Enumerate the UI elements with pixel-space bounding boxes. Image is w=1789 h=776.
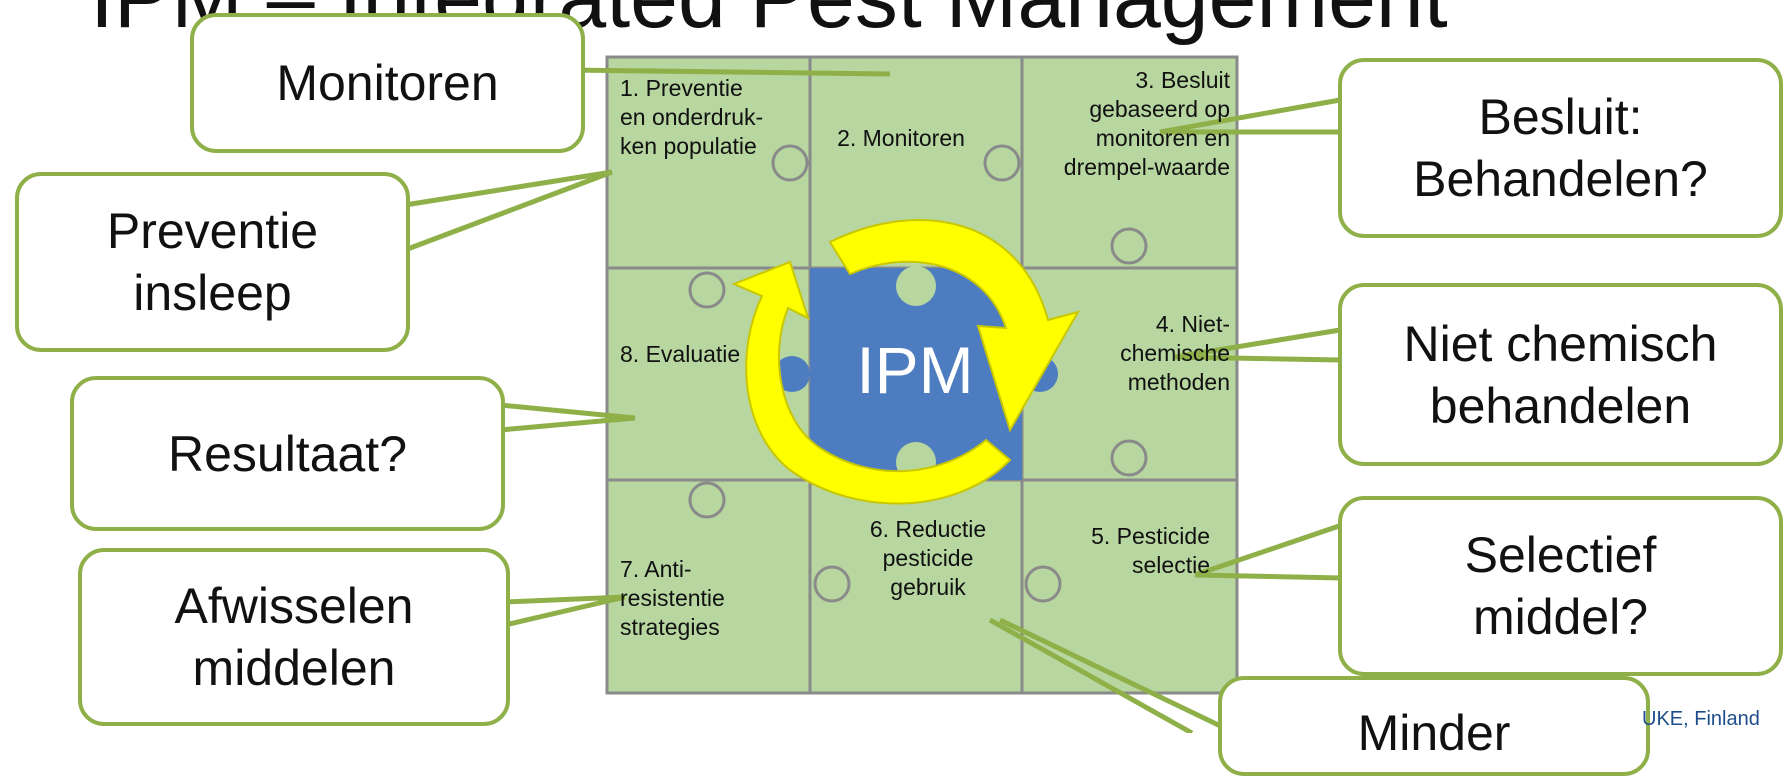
center-notch-top [896, 266, 936, 306]
callout-niet-chemisch-behandelen: Niet chemisch behandelen [1338, 283, 1783, 466]
callout-monitoren: Monitoren [190, 13, 585, 153]
callout-besluit-behandelen: Besluit: Behandelen? [1338, 58, 1783, 238]
callout-selectief-middel: Selectief middel? [1338, 496, 1783, 676]
piece-label-6: 6. Reductie pesticide gebruik [869, 516, 987, 600]
piece-label-3: 3. Besluit gebaseerd op monitoren en dre… [1063, 67, 1230, 180]
pointer-niet-chemisch-upper [1174, 327, 1341, 360]
ipm-center-label: IPM [856, 333, 974, 407]
puzzle-knob-5 [1110, 439, 1148, 477]
cycle-arrow-top-right [828, 219, 1081, 433]
piece-label-4: 4. Niet-chemische methoden [1120, 311, 1230, 395]
cycle-arrow-left-bottom [731, 260, 1012, 505]
piece-label-2: 2. Monitoren [837, 125, 965, 151]
pointer-minder-lower [998, 617, 1237, 733]
puzzle-knob-7 [813, 565, 851, 603]
puzzle-knob-1 [771, 144, 809, 182]
pointer-selectief-upper [1194, 522, 1343, 578]
pointer-monitoren [569, 67, 891, 77]
puzzle-knob-6 [688, 481, 726, 519]
pointer-afwisselen-upper [504, 594, 626, 605]
source-footer: UKE, Finland [1642, 708, 1760, 730]
pointer-minder-upper [988, 617, 1194, 733]
pointer-preventie-lower [404, 169, 613, 253]
callout-afwisselen-middelen: Afwisselen middelen [78, 548, 510, 726]
pointer-resultaat-upper [499, 402, 636, 421]
piece-label-7: 7. Anti-resistentie strategies [620, 556, 725, 640]
piece-label-1: 1. Preventie en onderdruk-ken populatie [620, 75, 764, 159]
piece-label-5: 5. Pesticide selectie [1091, 523, 1210, 578]
pointer-niet-chemisch-lower [1174, 354, 1341, 363]
pointer-besluit-upper [1159, 97, 1341, 135]
pointer-afwisselen-lower [504, 594, 626, 628]
piece-label-8: 8. Evaluatie [620, 341, 741, 367]
center-knob-left [774, 356, 810, 392]
puzzle-knob-4 [688, 271, 726, 309]
pointer-preventie-upper [404, 169, 613, 208]
puzzle-knob-8 [1024, 565, 1062, 603]
pointer-selectief-lower [1194, 572, 1343, 581]
callout-resultaat: Resultaat? [70, 376, 505, 531]
puzzle-knob-2 [983, 144, 1021, 182]
puzzle-knob-3 [1110, 227, 1148, 265]
ipm-puzzle-diagram [404, 55, 1343, 733]
callout-preventie-insleep: Preventie insleep [15, 172, 410, 352]
callout-minder: Minder [1218, 676, 1650, 776]
pointer-resultaat-lower [499, 415, 636, 433]
